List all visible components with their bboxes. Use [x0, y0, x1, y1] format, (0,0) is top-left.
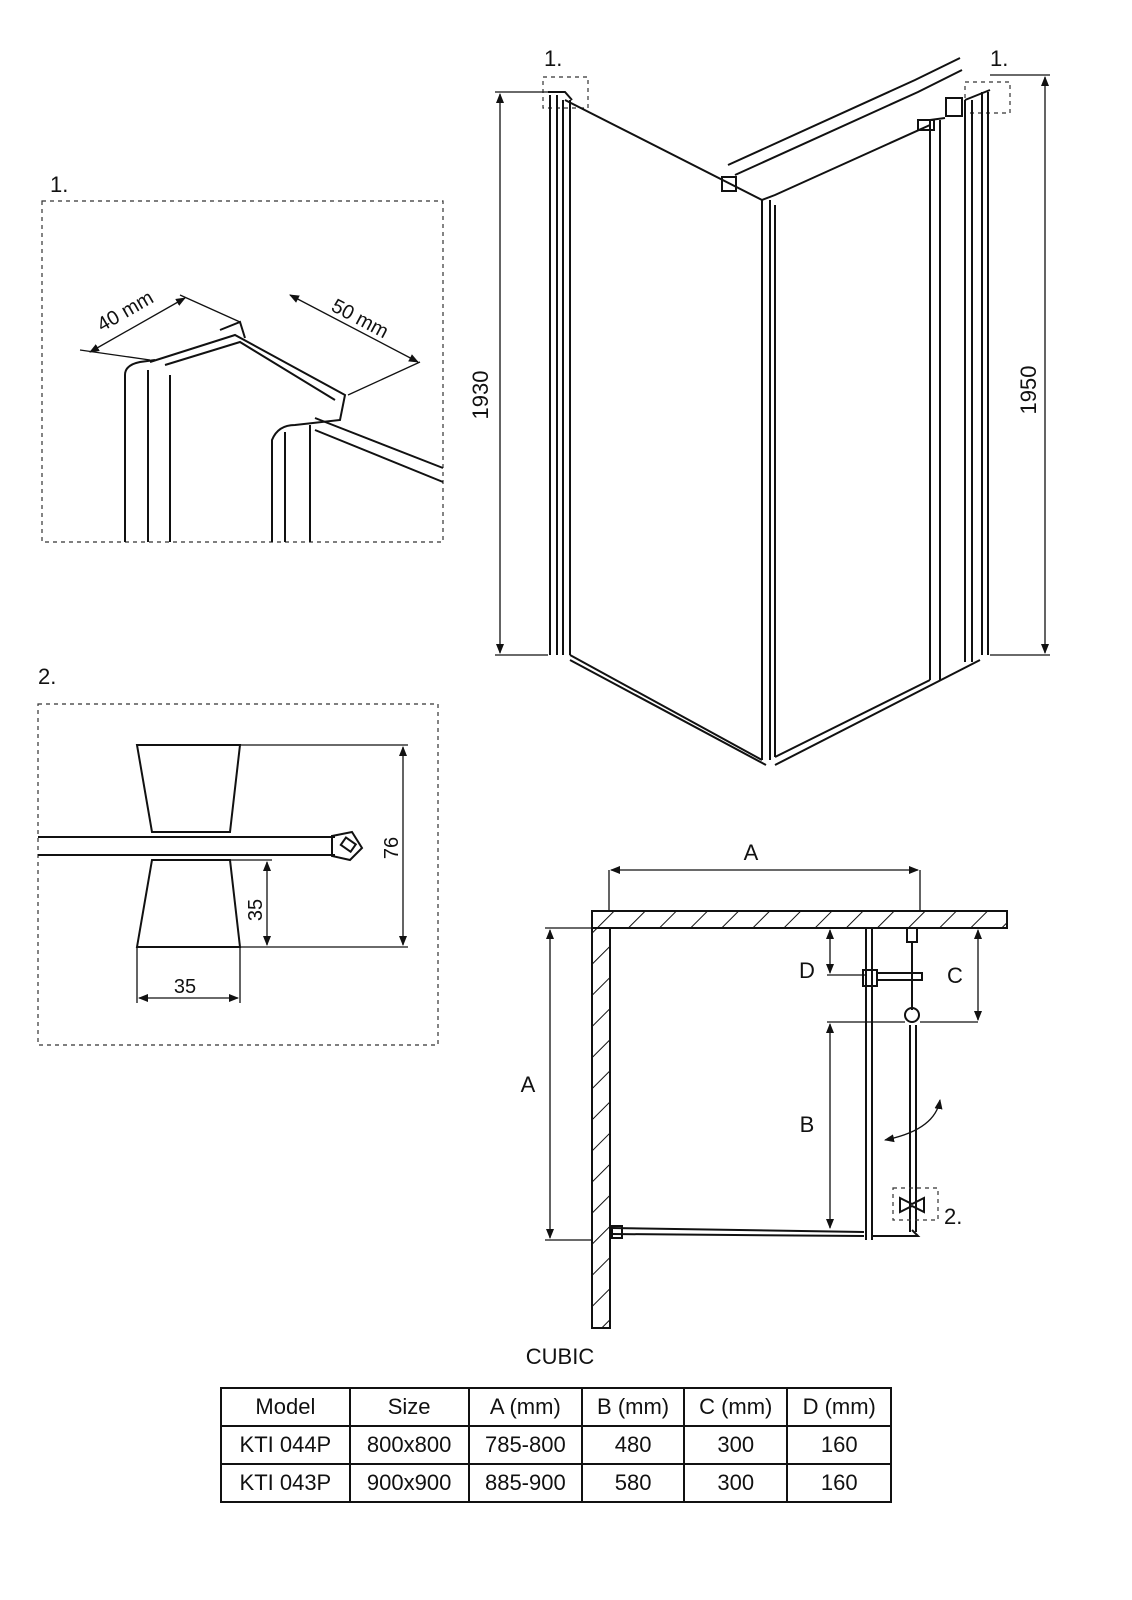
- detail-1-frame: [41, 200, 444, 543]
- cell-model: KTI 043P: [220, 1463, 351, 1503]
- cell-a: 785-800: [467, 1425, 584, 1465]
- header-d: D (mm): [786, 1387, 892, 1427]
- iso-callout-right: 1.: [990, 46, 1008, 71]
- detail-1-label: 1.: [50, 172, 68, 197]
- height-left-dim: 1930: [468, 371, 493, 420]
- plan-dim-c: C: [947, 963, 963, 988]
- cell-d: 160: [786, 1425, 892, 1465]
- door-swing-arrow-icon: [884, 1099, 943, 1143]
- detail-2-hinge: 2. 76 35 35: [37, 664, 439, 1046]
- plan-dim-b: B: [800, 1112, 815, 1137]
- header-a: A (mm): [467, 1387, 584, 1427]
- cell-size: 800x800: [348, 1425, 470, 1465]
- plan-callout-detail-2: 2.: [944, 1204, 962, 1229]
- table-header-row: Model Size A (mm) B (mm) C (mm) D (mm): [220, 1387, 892, 1427]
- isometric-view: 1. 1. 1930 1950: [468, 46, 1050, 766]
- detail-2-lower-dim: 35: [245, 899, 267, 921]
- cell-b: 480: [581, 1425, 685, 1465]
- cell-d: 160: [786, 1463, 892, 1503]
- iso-callout-left: 1.: [544, 46, 562, 71]
- detail-2-frame: [37, 703, 439, 1046]
- cell-size: 900x900: [348, 1463, 470, 1503]
- plan-dim-d: D: [799, 958, 815, 983]
- plan-view: A A 2. D C B: [521, 840, 1008, 1329]
- header-b: B (mm): [581, 1387, 685, 1427]
- table-row: KTI 044P 800x800 785-800 480 300 160: [220, 1425, 892, 1465]
- detail-1-top-profile: 1. 40 mm 50 mm: [41, 172, 444, 543]
- detail-2-width-dim: 35: [174, 976, 196, 998]
- plan-dim-a-side: A: [521, 1072, 536, 1097]
- detail-1-width-dim: 40 mm: [94, 287, 158, 337]
- cell-a: 885-900: [467, 1463, 584, 1503]
- cell-b: 580: [581, 1463, 685, 1503]
- detail-2-height-dim: 76: [381, 837, 403, 859]
- header-model: Model: [220, 1387, 351, 1427]
- header-size: Size: [348, 1387, 470, 1427]
- cell-model: KTI 044P: [220, 1425, 351, 1465]
- cell-c: 300: [682, 1463, 789, 1503]
- table-row: KTI 043P 900x900 885-900 580 300 160: [220, 1463, 892, 1503]
- product-caption: CUBIC: [525, 1344, 595, 1369]
- cell-c: 300: [682, 1425, 789, 1465]
- height-right-dim: 1950: [1016, 366, 1041, 415]
- detail-2-label: 2.: [38, 664, 56, 689]
- detail-1-depth-dim: 50 mm: [328, 295, 392, 343]
- header-c: C (mm): [682, 1387, 789, 1427]
- spec-table: Model Size A (mm) B (mm) C (mm) D (mm) K…: [220, 1387, 892, 1503]
- plan-dim-a-top: A: [744, 840, 759, 865]
